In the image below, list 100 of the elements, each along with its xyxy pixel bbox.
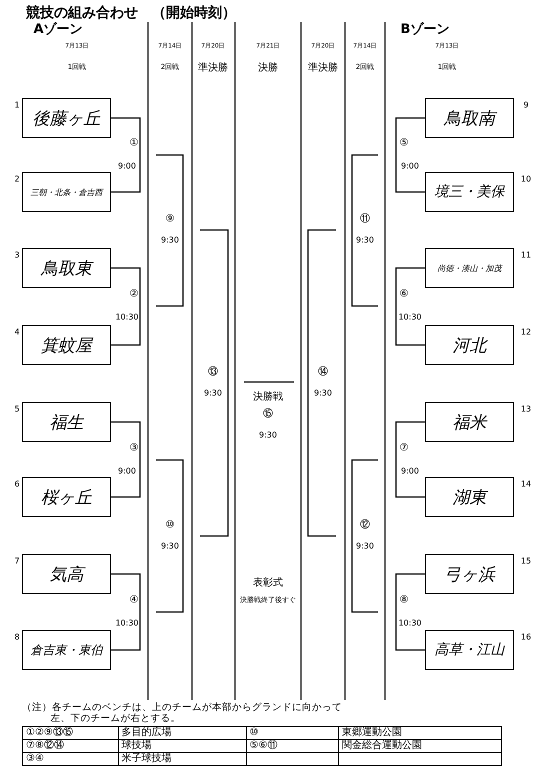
- start-time: 9:00: [118, 468, 136, 476]
- venue-cell: 球技場: [118, 740, 246, 752]
- team-box: [22, 98, 111, 138]
- note-text: （注）各チームのベンチは、上のチームが本部からグランドに向かって左、下のチームが右とする。: [22, 702, 343, 724]
- team-box: [22, 325, 111, 365]
- start-time: 9:30: [356, 542, 374, 552]
- match-number: ⑤: [400, 138, 408, 148]
- match-title: 決勝戦: [253, 392, 283, 402]
- match-number: ①: [130, 138, 138, 148]
- seed-number: 4: [14, 328, 20, 338]
- bracket-line: [111, 573, 141, 651]
- start-time: 9:30: [259, 432, 277, 440]
- team-box: [22, 630, 111, 670]
- seed-number: 6: [14, 480, 20, 490]
- bracket-line: [111, 421, 141, 498]
- team-box: [22, 248, 111, 288]
- start-time: 9:30: [161, 236, 179, 246]
- match-number: ③: [130, 442, 138, 454]
- team-name: 福米: [452, 412, 486, 434]
- seed-number: 9: [523, 102, 529, 110]
- bracket-line: [395, 573, 425, 651]
- match-number: ⑥: [400, 288, 408, 300]
- match-numbers-cell: ⑤⑥⑪: [246, 740, 338, 752]
- seed-number: 14: [520, 480, 532, 490]
- start-time: 9:30: [204, 390, 222, 398]
- team-name: 箕蚊屋: [41, 334, 92, 356]
- start-time: 9:30: [161, 542, 179, 552]
- match-numbers-cell: ⑩: [246, 726, 338, 740]
- team-box: [22, 554, 111, 594]
- seed-number: 7: [14, 558, 20, 566]
- seed-number: 16: [520, 634, 532, 642]
- match-number: ⑨: [166, 214, 174, 224]
- venue-cell: 多目的広場: [118, 726, 246, 740]
- team-name: 河北: [452, 334, 486, 356]
- team-name: 高草・江山: [434, 641, 504, 659]
- seed-number: 12: [520, 328, 532, 338]
- seed-number: 1: [14, 102, 20, 110]
- match-numbers-cell: ⑦⑧⑫⑭: [22, 740, 118, 752]
- match-number: ⑦: [400, 442, 408, 454]
- team-box: [425, 248, 514, 288]
- start-time: 9:00: [401, 468, 419, 476]
- start-time: 9:00: [401, 162, 419, 172]
- zone-heading: Bゾーン: [400, 22, 450, 38]
- start-time: 10:30: [115, 314, 139, 322]
- team-box: [425, 402, 514, 442]
- team-name: 倉吉東・東伯: [30, 642, 102, 658]
- team-box: [425, 477, 514, 517]
- venue-cell: 関金総合運動公園: [338, 740, 502, 752]
- match-number: ②: [130, 288, 138, 300]
- team-name: 三朝・北条・倉吉西: [30, 186, 102, 198]
- match-number: ④: [130, 594, 138, 606]
- title: 競技の組み合わせ （開始時刻）: [26, 4, 236, 22]
- venue-cell: 東郷運動公園: [338, 726, 502, 740]
- seed-number: 11: [520, 252, 532, 260]
- team-name: 気高: [50, 564, 84, 586]
- team-name: 後藤ヶ丘: [32, 108, 100, 130]
- round-heading: 決勝: [258, 62, 278, 74]
- seed-number: 8: [14, 634, 20, 642]
- match-number: ⑫: [360, 520, 370, 530]
- match-number: ⑪: [360, 214, 370, 224]
- round-heading: 準決勝: [308, 62, 338, 74]
- seed-number: 3: [14, 252, 20, 260]
- team-box: [425, 630, 514, 670]
- match-number: ⑭: [318, 366, 328, 378]
- bracket-line: [395, 267, 425, 346]
- match-numbers-cell: ①②⑨⑬⑮: [22, 726, 118, 740]
- zone-heading: Aゾーン: [33, 22, 83, 38]
- round-heading: 準決勝: [198, 62, 228, 74]
- team-name: 湖東: [452, 486, 486, 508]
- ceremony-title: 表彰式: [253, 578, 283, 588]
- start-time: 10:30: [115, 620, 139, 628]
- start-time: 10:30: [398, 314, 422, 322]
- start-time: 9:30: [356, 236, 374, 246]
- match-numbers-cell: ③④: [22, 752, 118, 766]
- seed-number: 2: [14, 176, 20, 184]
- team-box: [22, 402, 111, 442]
- team-name: 桜ヶ丘: [41, 486, 92, 508]
- team-name: 福生: [50, 412, 84, 434]
- seed-number: 10: [520, 176, 532, 184]
- bracket-line: [111, 267, 141, 346]
- team-name: 尚徳・湊山・加茂: [438, 262, 502, 274]
- team-box: [22, 172, 111, 212]
- start-time: 9:00: [118, 162, 136, 172]
- match-number: ⑮: [263, 408, 273, 420]
- seed-number: 5: [14, 406, 20, 414]
- team-box: [425, 98, 514, 138]
- team-box: [425, 172, 514, 212]
- team-box: [425, 325, 514, 365]
- bracket-line: [111, 117, 141, 193]
- venue-cell: 米子球技場: [118, 752, 246, 766]
- team-name: 鳥取南: [444, 106, 495, 130]
- team-name: 弓ヶ浜: [444, 564, 495, 586]
- start-time: 9:30: [314, 390, 332, 398]
- team-box: [425, 554, 514, 594]
- match-number: ⑬: [208, 366, 218, 378]
- seed-number: 15: [520, 558, 532, 566]
- team-name: 境三・美保: [434, 183, 504, 201]
- bracket-line: [395, 117, 425, 193]
- match-number: ⑩: [166, 520, 174, 530]
- seed-number: 13: [520, 406, 532, 414]
